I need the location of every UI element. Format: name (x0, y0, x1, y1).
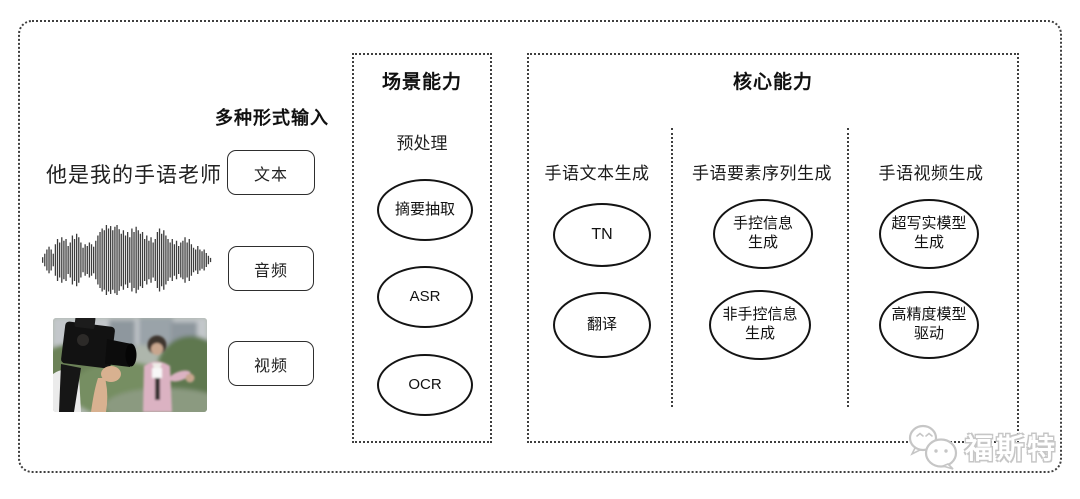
chat-bubbles-icon (908, 424, 958, 470)
node-ocr: OCR (377, 354, 473, 416)
input-section-title: 多种形式输入 (215, 108, 329, 128)
scene-panel-title: 场景能力 (381, 72, 462, 93)
column-divider-1 (671, 128, 673, 407)
node-translation: 翻译 (553, 292, 651, 358)
column-header-text-generation: 手语文本生成 (544, 164, 650, 183)
node-high-precision-model-driving: 高精度模型 驱动 (879, 291, 979, 359)
node-hyperrealistic-model-generation: 超写实模型 生成 (879, 199, 979, 269)
node-asr: ASR (377, 266, 473, 328)
input-box-text: 文本 (227, 150, 315, 195)
column-header-element-sequence-generation: 手语要素序列生成 (692, 164, 832, 183)
node-tn: TN (553, 203, 651, 267)
sample-sentence-text: 他是我的手语老师 (46, 164, 222, 187)
scene-capability-panel: 场景能力 预处理 (352, 53, 492, 443)
audio-waveform-icon (42, 225, 212, 295)
input-box-audio: 音频 (228, 246, 314, 291)
column-divider-2 (847, 128, 849, 407)
camera-figure (53, 318, 137, 412)
node-nonmanual-info-generation: 非手控信息 生成 (709, 290, 811, 360)
watermark: 福斯特 (906, 423, 1058, 471)
reporter-figure (143, 335, 195, 412)
input-box-video: 视频 (228, 341, 314, 386)
node-manual-info-generation: 手控信息 生成 (713, 199, 813, 269)
video-thumbnail (53, 318, 207, 412)
preprocess-label: 预处理 (396, 134, 448, 153)
outer-dotted-border (18, 20, 1062, 473)
core-panel-title: 核心能力 (732, 72, 813, 93)
core-capability-panel: 核心能力 (527, 53, 1019, 443)
column-header-video-generation: 手语视频生成 (878, 164, 984, 183)
watermark-text: 福斯特 (965, 433, 1059, 464)
node-summary-extraction: 摘要抽取 (377, 179, 473, 241)
